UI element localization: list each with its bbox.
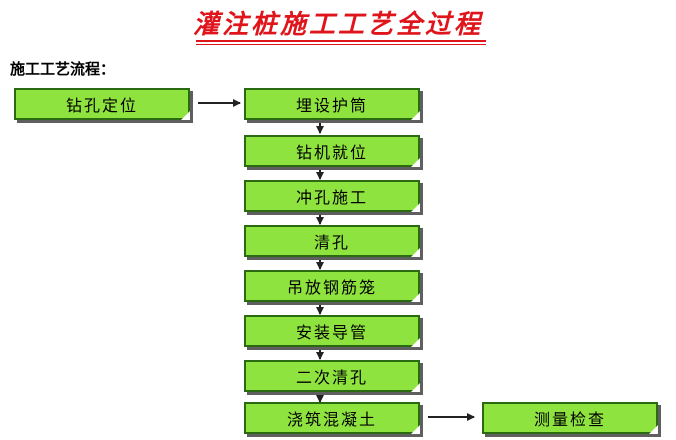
step-rig-in-place: 钻机就位: [244, 135, 420, 167]
step-drill-positioning: 钻孔定位: [14, 88, 190, 120]
step-place-rebar-cage: 吊放钢筋笼: [244, 270, 420, 302]
step-pour-concrete: 浇筑混凝土: [244, 402, 420, 434]
step-install-tremie: 安装导管: [244, 315, 420, 347]
step-hole-cleaning: 清孔: [244, 225, 420, 257]
step-punch-drilling: 冲孔施工: [244, 180, 420, 212]
page-title: 灌注桩施工工艺全过程: [192, 10, 483, 40]
title-underline-thin: [196, 44, 486, 45]
section-heading: 施工工艺流程：: [10, 60, 116, 78]
title-underline: [196, 40, 486, 42]
step-bury-casing: 埋设护筒: [244, 88, 420, 120]
step-measure-inspect: 测量检查: [482, 402, 658, 434]
step-second-cleaning: 二次清孔: [244, 360, 420, 392]
